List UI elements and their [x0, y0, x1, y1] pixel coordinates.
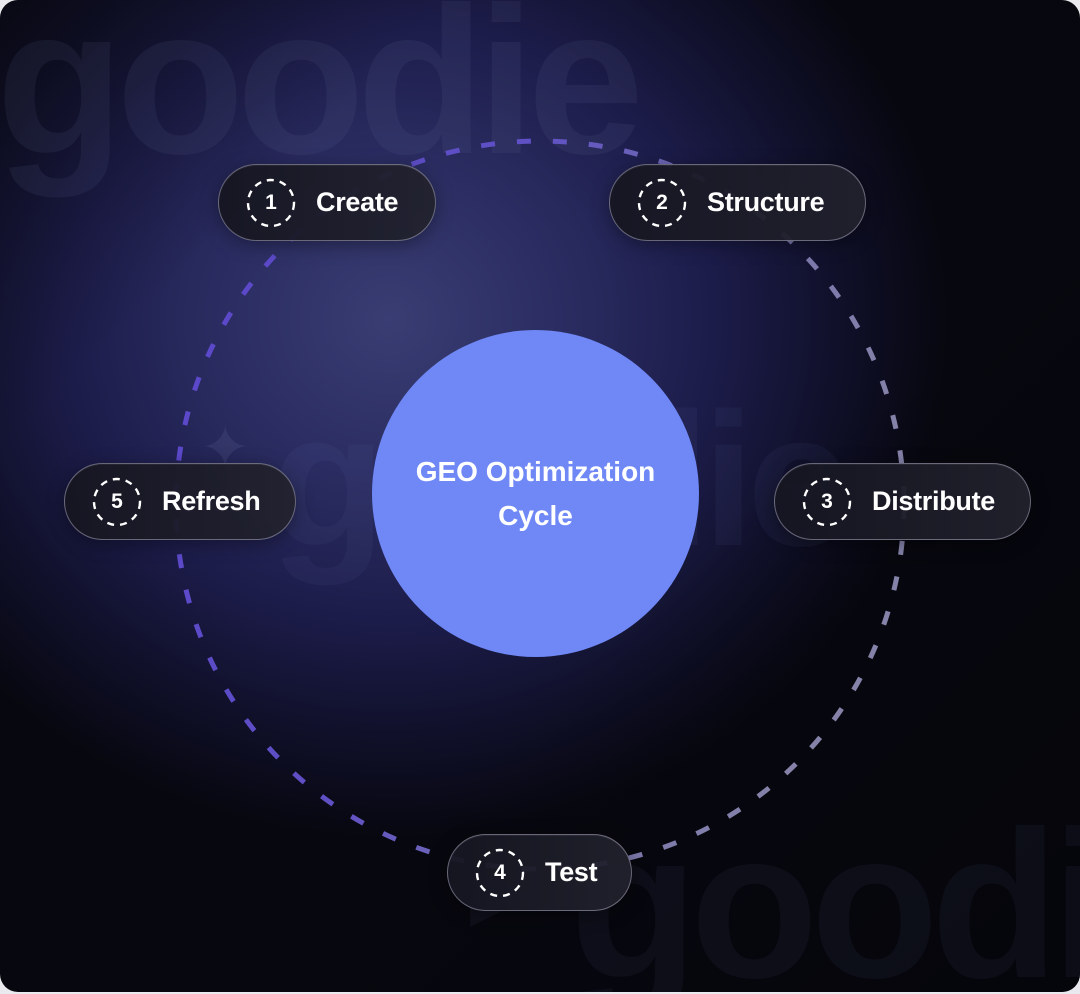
step-label: Distribute [872, 486, 996, 516]
step-number: 3 [821, 489, 833, 513]
step-number: 1 [265, 190, 277, 214]
dashed-circle-icon [637, 178, 687, 227]
step-create[interactable]: 1 Create [218, 164, 436, 241]
center-title: GEO Optimization Cycle [415, 455, 656, 531]
step-number-badge: 4 [475, 848, 525, 898]
step-number: 5 [111, 489, 123, 513]
step-number-badge: 3 [802, 477, 852, 527]
step-refresh[interactable]: 5 Refresh [64, 463, 296, 540]
step-number-badge: 2 [637, 178, 687, 228]
step-label: Test [545, 857, 598, 887]
dashed-circle-icon [92, 477, 142, 526]
dashed-circle-icon [246, 178, 296, 227]
step-number-badge: 5 [92, 477, 142, 527]
goodie-watermark-top: goodie [0, 0, 644, 198]
step-number: 4 [494, 860, 506, 884]
goodie-watermark-bottom: goodie [570, 787, 1080, 993]
dashed-circle-icon [802, 477, 852, 526]
step-number: 2 [656, 190, 668, 214]
step-distribute[interactable]: 3 Distribute [774, 463, 1031, 540]
dashed-circle-icon [475, 848, 525, 897]
step-test[interactable]: 4 Test [447, 834, 632, 911]
center-hub: GEO Optimization Cycle [372, 330, 699, 657]
step-label: Structure [707, 187, 825, 217]
step-label: Create [316, 187, 399, 217]
step-number-badge: 1 [246, 178, 296, 228]
step-label: Refresh [162, 486, 261, 516]
step-structure[interactable]: 2 Structure [609, 164, 866, 241]
